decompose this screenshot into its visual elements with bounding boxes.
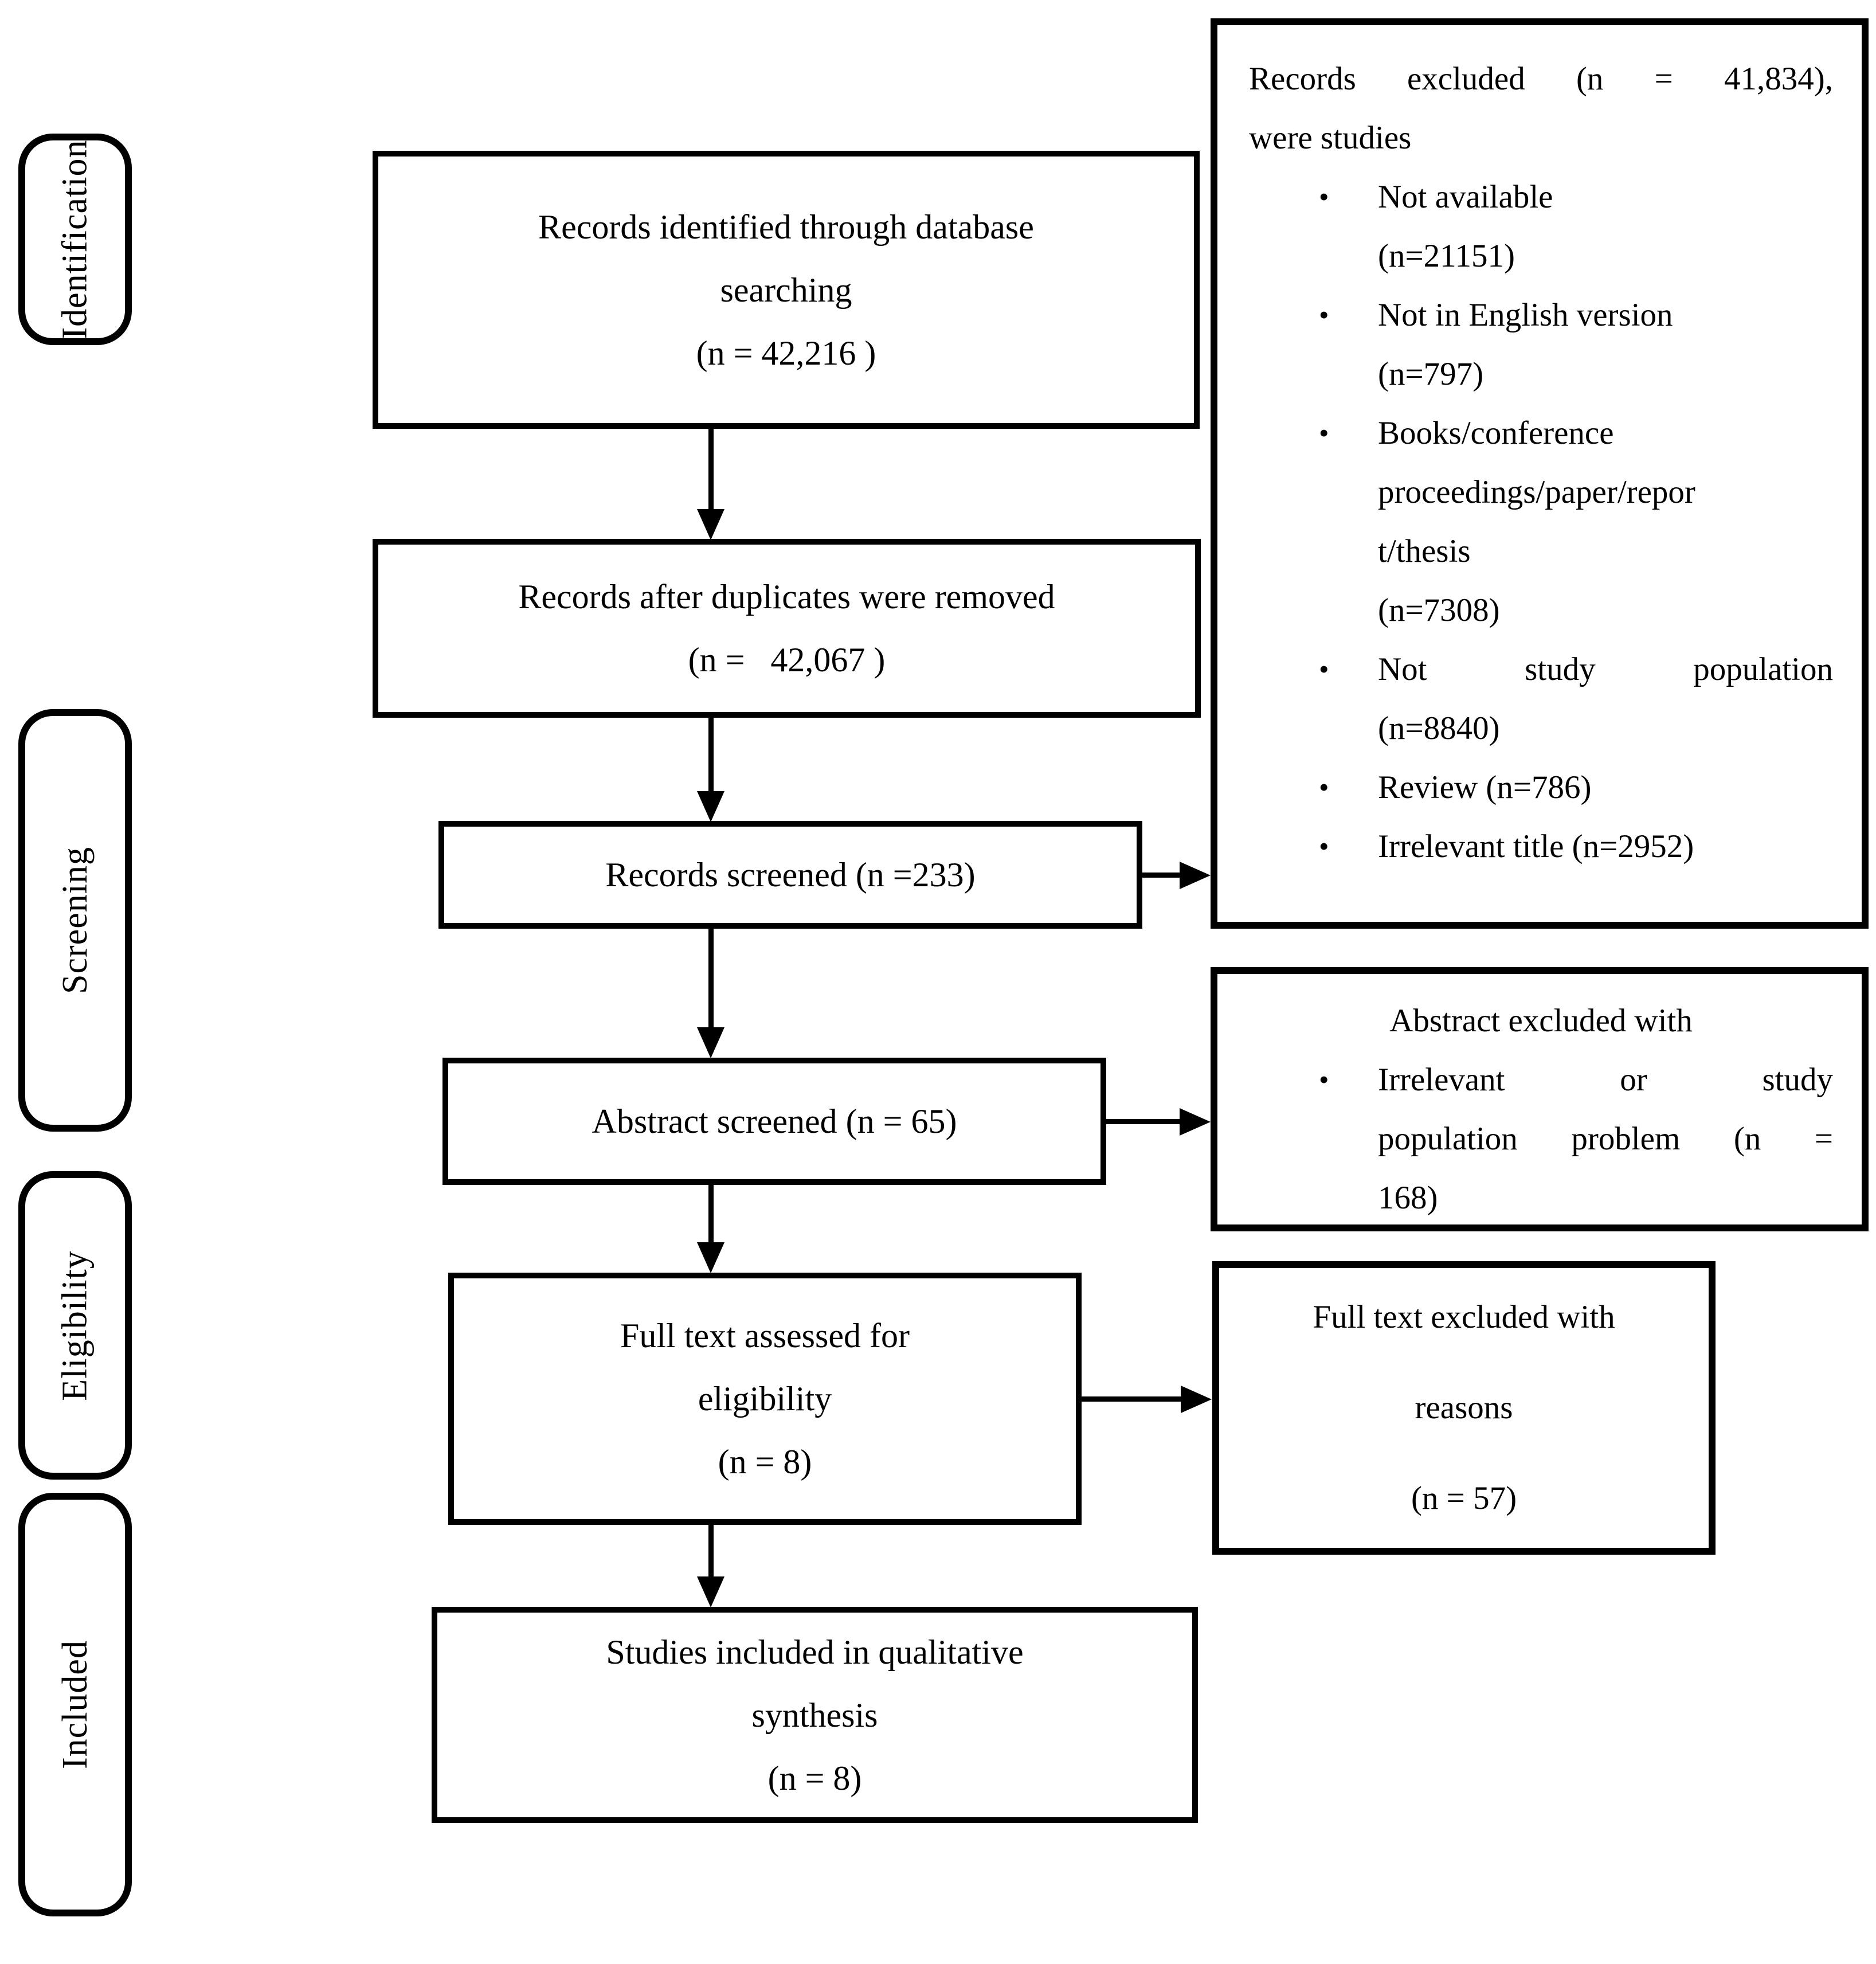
bullet-text: Not in English version (n=797) <box>1378 285 1833 404</box>
bullet-text: Irrelevant title (n=2952) <box>1378 817 1833 876</box>
text-line: (n=21151) <box>1378 238 1515 274</box>
text-line: (n=797) <box>1378 356 1484 392</box>
connector-line <box>708 718 714 793</box>
text-line: (n=8840) <box>1378 710 1500 746</box>
text-line: synthesis <box>751 1696 878 1734</box>
exclusion-box-fulltext-excluded: Full text excluded with reasons (n = 57) <box>1212 1261 1716 1555</box>
text-line: (n = 57) <box>1411 1480 1517 1516</box>
text-line: Irrelevant or study <box>1378 1062 1833 1098</box>
text-line: Abstract excluded with <box>1389 1003 1693 1039</box>
exclusion-box-records-excluded: Records excluded (n = 41,834), were studi… <box>1211 18 1869 929</box>
flow-box-fulltext-assessed: Full text assessed for eligibility (n = 8) <box>448 1273 1082 1525</box>
connector-line <box>1106 1119 1182 1124</box>
arrow-down-icon <box>697 1027 724 1058</box>
bullet-text: Not study population (n=8840) <box>1378 640 1833 758</box>
bullet-item: • Not available (n=21151) <box>1249 167 1833 285</box>
flow-box-included-studies: Studies included in qualitative synthesis… <box>432 1607 1198 1823</box>
bullet-text: Irrelevant or study population problem (n… <box>1378 1050 1833 1227</box>
bullet-dot-icon: • <box>1319 830 1329 862</box>
text-line: Not in English version <box>1378 297 1673 333</box>
stage-label-screening: Screening <box>18 709 132 1132</box>
text-line: proceedings/paper/repor <box>1378 474 1695 510</box>
text-line: Review (n=786) <box>1378 769 1592 805</box>
text-line: Abstract screened (n = 65) <box>592 1102 957 1140</box>
records-excluded-intro: Records excluded (n = 41,834), were studi… <box>1249 49 1833 167</box>
text-line: Irrelevant title (n=2952) <box>1378 828 1694 864</box>
records-excluded-bullet-list: • Not available (n=21151) • Not in English v… <box>1249 167 1833 876</box>
bullet-dot-icon: • <box>1319 771 1329 803</box>
text-line: eligibility <box>698 1380 832 1418</box>
flow-box-records-identified: Records identified through database searc… <box>373 151 1200 429</box>
text-line: (n = 8) <box>718 1443 812 1481</box>
connector-line <box>708 929 714 1029</box>
bullet-item: • Not in English version (n=797) <box>1249 285 1833 404</box>
text-line: Full text excluded with <box>1313 1299 1615 1335</box>
connector-line <box>708 1185 714 1244</box>
connector-line <box>708 1525 714 1578</box>
flow-box-records-screened: Records screened (n =233) <box>438 821 1142 929</box>
connector-line <box>1142 873 1182 878</box>
arrow-down-icon <box>697 509 724 540</box>
stage-label-text: Screening <box>55 847 95 994</box>
text-line: Not available <box>1378 179 1553 215</box>
bullet-text: Not available (n=21151) <box>1378 167 1833 285</box>
text-line: Not study population <box>1378 651 1833 687</box>
text-line: t/thesis <box>1378 533 1471 569</box>
text-line: Studies included in qualitative <box>606 1633 1024 1671</box>
abstract-excluded-bullet-list: • Irrelevant or study population problem (… <box>1249 1050 1833 1227</box>
bullet-dot-icon: • <box>1319 1063 1329 1096</box>
connector-line <box>708 429 714 511</box>
bullet-dot-icon: • <box>1319 417 1329 449</box>
arrow-right-icon <box>1180 862 1211 889</box>
text-line: Records after duplicates were removed <box>518 578 1055 616</box>
flow-box-abstract-screened: Abstract screened (n = 65) <box>442 1058 1106 1185</box>
text-line: reasons <box>1415 1390 1513 1426</box>
bullet-item: • Irrelevant title (n=2952) <box>1249 817 1833 876</box>
stage-label-text: Included <box>55 1640 95 1769</box>
text-line: population problem (n = <box>1378 1121 1833 1157</box>
exclusion-box-abstract-excluded: Abstract excluded with • Irrelevant or st… <box>1211 967 1869 1231</box>
text-line: Full text assessed for <box>620 1317 910 1355</box>
text-line: searching <box>720 271 852 309</box>
bullet-item: • Irrelevant or study population problem (… <box>1249 1050 1833 1227</box>
bullet-dot-icon: • <box>1319 299 1329 331</box>
text-line: (n = 8) <box>767 1759 862 1797</box>
flow-box-duplicates-removed: Records after duplicates were removed (n … <box>373 539 1201 718</box>
text-line: Records excluded (n = 41,834), <box>1249 61 1833 97</box>
text-line: (n=7308) <box>1378 592 1500 628</box>
connector-line <box>1082 1396 1183 1402</box>
bullet-item: • Books/conference proceedings/paper/repor… <box>1249 404 1833 640</box>
stage-label-eligibility: Eligibility <box>18 1171 132 1480</box>
arrow-right-icon <box>1180 1108 1211 1136</box>
text-line: were studies <box>1249 120 1412 156</box>
text-line: Records identified through database <box>538 208 1034 246</box>
bullet-dot-icon: • <box>1319 181 1329 213</box>
text-line: 168) <box>1378 1180 1438 1216</box>
bullet-dot-icon: • <box>1319 653 1329 685</box>
stage-label-included: Included <box>18 1493 132 1916</box>
arrow-right-icon <box>1181 1386 1212 1413</box>
arrow-down-icon <box>697 1242 724 1273</box>
bullet-text: Review (n=786) <box>1378 758 1833 817</box>
abstract-excluded-intro: Abstract excluded with <box>1249 991 1833 1050</box>
bullet-item: • Review (n=786) <box>1249 758 1833 817</box>
stage-label-text: Identification <box>55 139 95 339</box>
text-line: Records screened (n =233) <box>605 856 976 894</box>
text-line: (n = 42,216 ) <box>696 334 876 372</box>
text-line: Books/conference <box>1378 415 1614 451</box>
arrow-down-icon <box>697 1576 724 1607</box>
arrow-down-icon <box>697 791 724 822</box>
stage-label-text: Eligibility <box>55 1250 95 1401</box>
bullet-text: Books/conference proceedings/paper/repor t… <box>1378 404 1833 640</box>
text-line: (n = 42,067 ) <box>688 641 886 679</box>
stage-label-identification: Identification <box>18 134 132 345</box>
bullet-item: • Not study population (n=8840) <box>1249 640 1833 758</box>
